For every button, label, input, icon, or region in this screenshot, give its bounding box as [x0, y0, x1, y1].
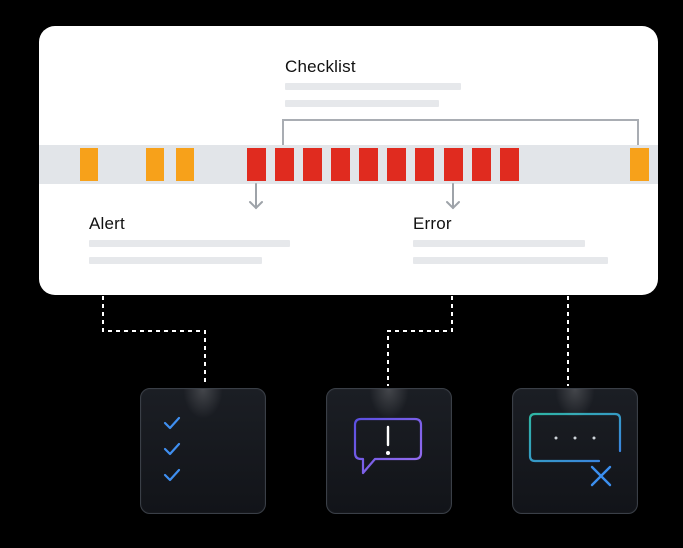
checklist-tile [140, 388, 266, 514]
error-text-line [413, 257, 608, 264]
error-event-block [331, 148, 350, 181]
alert-text-line [89, 240, 290, 247]
connector-error [387, 296, 453, 386]
checklist-text-line [285, 83, 461, 90]
down-arrow-icon [446, 183, 460, 210]
warning-event-block [176, 148, 194, 181]
checklist-text-line [285, 100, 439, 107]
checklist-bracket [282, 119, 639, 145]
timeline-card: Checklist Alert Error [39, 26, 658, 295]
annotation-overlay [249, 119, 639, 210]
checklist-label: Checklist [285, 57, 356, 76]
error-label: Error [413, 214, 452, 233]
error-event-block [359, 148, 378, 181]
warning-event-block [630, 148, 649, 181]
connector-alert [102, 296, 206, 386]
alert-tile [326, 388, 452, 514]
error-event-block [387, 148, 406, 181]
error-event-block [275, 148, 294, 181]
alert-text-line [89, 257, 262, 264]
warning-event-block [80, 148, 98, 181]
error-event-block [444, 148, 463, 181]
error-text-line [413, 240, 585, 247]
event-timeline-strip [39, 145, 658, 184]
alert-label: Alert [89, 214, 125, 233]
error-event-block [500, 148, 519, 181]
error-event-block [303, 148, 322, 181]
error-event-block [247, 148, 266, 181]
warning-event-block [146, 148, 164, 181]
error-tile [512, 388, 638, 514]
down-arrow-icon [249, 183, 263, 210]
checklist-icon [163, 416, 242, 482]
alert-message-icon [353, 417, 423, 475]
error-event-block [415, 148, 434, 181]
error-event-block [472, 148, 491, 181]
error-window-icon [528, 412, 622, 487]
